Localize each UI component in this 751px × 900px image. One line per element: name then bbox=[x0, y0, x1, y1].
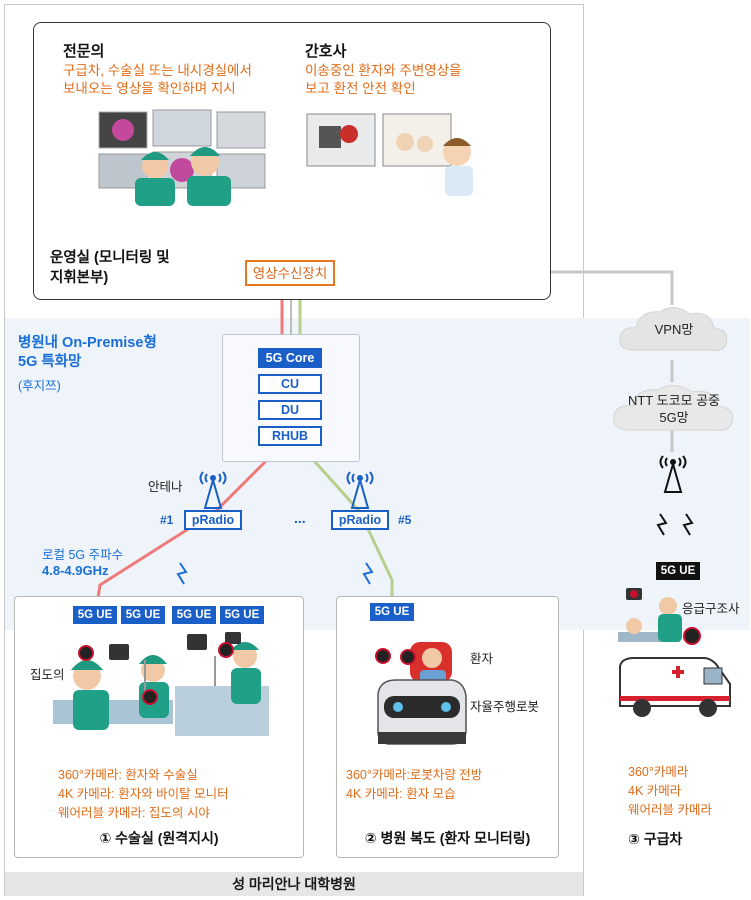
or-wearable-camera-icon bbox=[78, 645, 94, 661]
pradio-ellipsis: ... bbox=[294, 510, 306, 526]
corridor-cam-2: 4K 카메라: 환자 모습 bbox=[346, 787, 456, 801]
ambulance-illustration bbox=[618, 588, 731, 717]
or-cam-2: 4K 카메라: 환자와 바이탈 모니터 bbox=[58, 787, 229, 801]
or-4k-camera-icon bbox=[218, 642, 234, 658]
or-5g-ue-2: 5G UE bbox=[121, 606, 165, 624]
ntt-cloud-icon bbox=[613, 385, 734, 431]
robot-4k-camera-icon bbox=[375, 648, 391, 664]
nurse-illustration bbox=[306, 113, 473, 196]
or-5g-ue-3: 5G UE bbox=[172, 606, 216, 624]
pradio-left: pRadio bbox=[184, 510, 242, 530]
specialist-desc-line2: 보내오는 영상을 확인하며 지시 bbox=[63, 81, 236, 96]
lightning-icon-ntt-left bbox=[656, 513, 668, 536]
ops-room-label-line2: 지휘본부) bbox=[50, 270, 109, 286]
or-5g-ue-4: 5G UE bbox=[220, 606, 264, 624]
frequency-label: 로컬 5G 주파수 bbox=[42, 548, 124, 562]
antenna-left-icon bbox=[199, 471, 227, 509]
network-title-line1: 병원내 On-Premise형 bbox=[18, 335, 157, 351]
operating-room-illustration bbox=[53, 632, 269, 736]
or-360-camera-icon bbox=[142, 689, 158, 705]
lightning-icon-right bbox=[362, 562, 374, 585]
robot-vehicle-illustration bbox=[377, 642, 467, 745]
pradio-right-number: #5 bbox=[398, 513, 412, 527]
or-section-label: ① 수술실 (원격지시) bbox=[99, 830, 219, 846]
ambulance-section-label: ③ 구급차 bbox=[628, 831, 683, 847]
robot-label: 자율주행로봇 bbox=[470, 700, 540, 714]
vpn-label: VPN망 bbox=[654, 322, 694, 337]
nurse-desc-line1: 이송중인 환자와 주변영상을 bbox=[305, 63, 462, 78]
specialist-illustration bbox=[98, 109, 266, 206]
pradio-left-number: #1 bbox=[160, 513, 174, 527]
network-band bbox=[5, 318, 750, 630]
hospital-footer-label: 성 마리안나 대학병원 bbox=[5, 872, 583, 896]
antenna-right-icon bbox=[346, 471, 374, 509]
frequency-value: 4.8-4.9GHz bbox=[42, 563, 109, 578]
corridor-5g-ue: 5G UE bbox=[370, 603, 414, 621]
core-block-cu: CU bbox=[258, 374, 322, 394]
video-receiver-box: 영상수신장치 bbox=[245, 260, 335, 286]
patient-label: 환자 bbox=[470, 652, 494, 666]
nurse-title: 간호사 bbox=[305, 43, 347, 60]
ambulance-5g-ue: 5G UE bbox=[656, 562, 700, 580]
pradio-right: pRadio bbox=[331, 510, 389, 530]
ntt-antenna-icon bbox=[659, 455, 687, 493]
or-5g-ue-1: 5G UE bbox=[73, 606, 117, 624]
paramedic-label: 응급구조사 bbox=[682, 602, 740, 616]
nurse-desc-line2: 보고 환전 안전 확인 bbox=[305, 81, 416, 96]
ambulance-cam-2: 4K 카메라 bbox=[628, 784, 682, 798]
specialist-title: 전문의 bbox=[63, 43, 105, 60]
robot-360-camera-icon bbox=[400, 649, 416, 665]
ntt-label-line2: 5G망 bbox=[659, 410, 689, 425]
network-vendor: (후지쯔) bbox=[18, 379, 61, 393]
or-cam-1: 360°카메라: 환자와 수술실 bbox=[58, 768, 198, 782]
surgeon-label: 집도의 bbox=[30, 668, 65, 682]
ntt-label-line1: NTT 도코모 공중 bbox=[627, 393, 721, 408]
corridor-section-label: ② 병원 복도 (환자 모니터링) bbox=[364, 830, 531, 846]
core-block-5g-core: 5G Core bbox=[258, 348, 322, 368]
core-block-rhub: RHUB bbox=[258, 426, 322, 446]
ambulance-cam-3: 웨어러블 카메라 bbox=[628, 803, 712, 817]
core-block-du: DU bbox=[258, 400, 322, 420]
lightning-icon-ntt-right bbox=[682, 513, 694, 536]
ops-room-label-line1: 운영실 (모니터링 및 bbox=[50, 250, 170, 266]
vpn-cloud-icon bbox=[619, 307, 728, 351]
lightning-icon-left bbox=[176, 562, 188, 585]
specialist-desc-line1: 구급차, 수술실 또는 내시경실에서 bbox=[63, 63, 252, 78]
or-cam-3: 웨어러블 카메라: 집도의 시야 bbox=[58, 806, 210, 820]
antenna-label: 안테나 bbox=[148, 480, 183, 494]
ambulance-cam-1: 360°카메라 bbox=[628, 765, 689, 779]
corridor-cam-1: 360°카메라:로봇차량 전방 bbox=[346, 768, 483, 782]
network-title-line2: 5G 특화망 bbox=[18, 354, 82, 370]
